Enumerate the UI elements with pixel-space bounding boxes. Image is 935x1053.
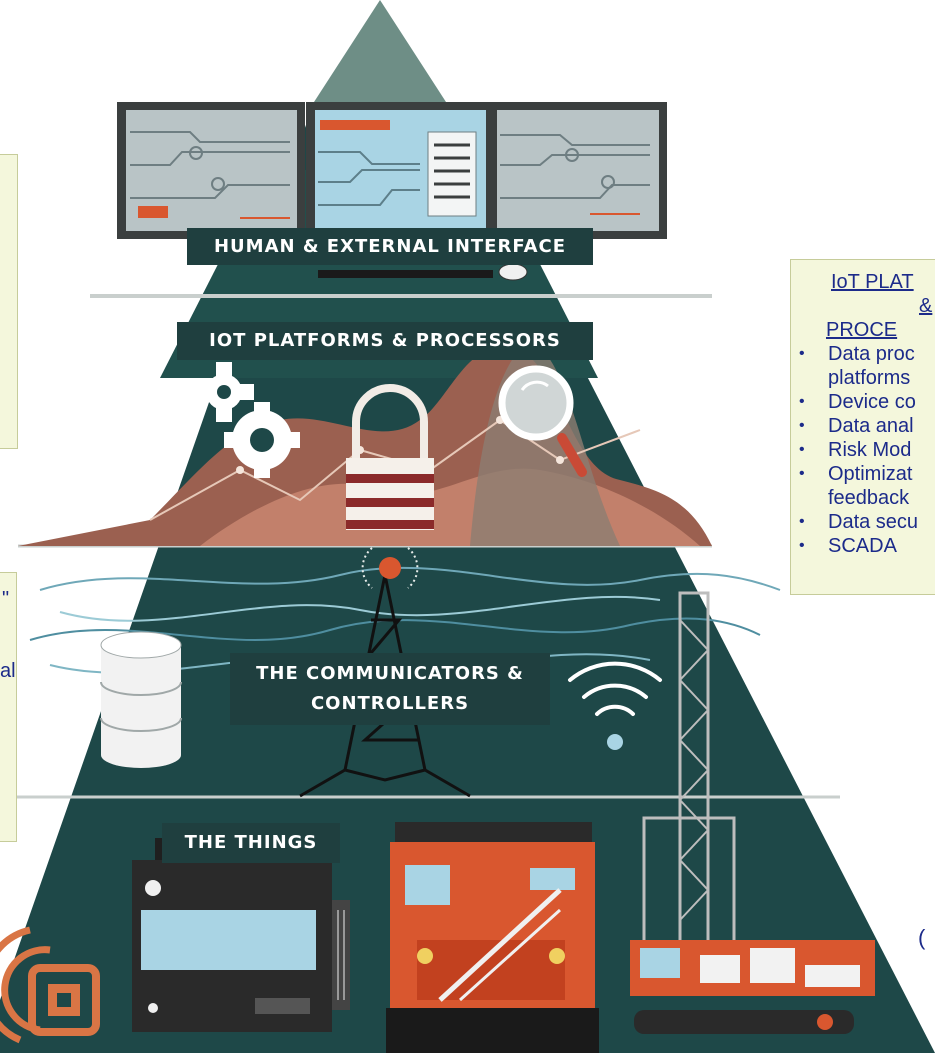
right-note-title-line3: PROCE (826, 319, 898, 341)
right-monitor (489, 102, 667, 239)
list-item: SCADA (791, 534, 935, 558)
label-communicators-controllers: THE COMMUNICATORS & CONTROLLERS (230, 653, 550, 725)
haul-truck-icon (386, 822, 599, 1053)
list-item: Device co (791, 390, 935, 414)
left-monitor (117, 102, 305, 239)
database-icon (100, 631, 182, 768)
left-note-lower (0, 572, 17, 842)
left-note-upper (0, 154, 18, 449)
wifi-icon (568, 661, 662, 716)
mouse-icon (498, 263, 528, 281)
right-note-iot-platforms: IoT PLAT & PROCE Data proc platforms Dev… (790, 259, 935, 595)
label-communicators-line1: THE COMMUNICATORS & (256, 663, 524, 684)
label-iot-platforms-processors: IOT PLATFORMS & PROCESSORS (177, 322, 593, 360)
list-item: Optimizat feedback (791, 462, 935, 510)
list-item: Data secu (791, 510, 935, 534)
pyramid-apex (314, 0, 446, 102)
sensor-device-icon (132, 838, 350, 1032)
drill-rig-icon (630, 591, 875, 1034)
rfid-icon (0, 926, 100, 1044)
left-fragment-quote: " (2, 588, 10, 610)
center-monitor (306, 102, 494, 239)
label-human-external-interface: HUMAN & EXTERNAL INTERFACE (187, 228, 593, 265)
magnifier-icon (498, 365, 587, 477)
padlock-icon (346, 384, 434, 530)
right-note-title-line2: & (919, 295, 933, 317)
tower-beacon (379, 557, 401, 579)
label-communicators-line2: CONTROLLERS (310, 693, 470, 714)
left-fragment-al: al (0, 660, 16, 682)
gear-icon (194, 362, 300, 478)
right-note-title: IoT PLAT & PROCE (791, 260, 935, 342)
right-note-title-line1: IoT PLAT (831, 271, 914, 293)
right-note-list: Data proc platforms Device co Data anal … (791, 342, 935, 558)
label-the-things: THE THINGS (162, 823, 340, 863)
list-item: Risk Mod (791, 438, 935, 462)
right-fragment-paren: ( (918, 925, 926, 950)
wifi-dot (607, 734, 623, 750)
list-item: Data proc platforms (791, 342, 935, 390)
list-item: Data anal (791, 414, 935, 438)
